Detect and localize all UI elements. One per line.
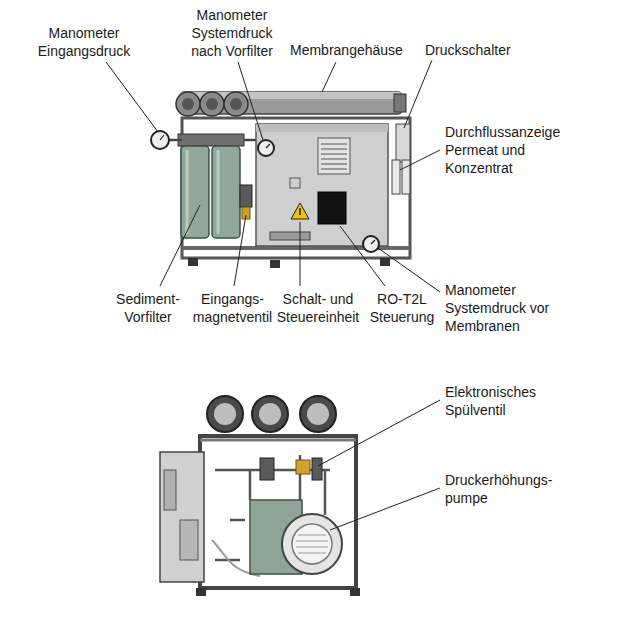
foot: [350, 588, 360, 596]
side-view: [160, 396, 360, 596]
leader-line: [322, 62, 336, 92]
foot: [188, 258, 198, 266]
cabinet-detail: [164, 470, 176, 510]
foot: [270, 260, 280, 268]
filter-head: [178, 134, 244, 146]
foot: [196, 588, 206, 596]
housing-end: [394, 94, 406, 112]
gauge: [151, 131, 169, 149]
leader-line: [160, 205, 200, 286]
part-label: Sediment- Vorfilter: [113, 290, 183, 326]
foot: [380, 258, 390, 266]
warning-mark: [299, 208, 301, 215]
housing-cap: [214, 403, 236, 425]
housing-end: [207, 396, 243, 432]
frame-bar: [200, 439, 356, 442]
housing-cap: [224, 92, 248, 116]
part-label: Elektronisches Spülventil: [445, 383, 560, 419]
housing-cap: [259, 403, 281, 425]
housing-cap: [206, 98, 218, 110]
housing-cap: [176, 92, 200, 116]
vent-grille: [318, 138, 350, 174]
booster-pump: [282, 514, 342, 574]
leader-line: [238, 62, 263, 140]
cabinet-top: [256, 124, 388, 132]
leader-line: [106, 62, 158, 132]
housing-cap: [182, 98, 194, 110]
flow-meter: [392, 160, 400, 194]
leader-line: [318, 400, 440, 466]
leader-line: [330, 488, 440, 530]
leader-line: [340, 226, 385, 286]
part-label: Durchflussanzeige Permeat und Konzentrat: [445, 123, 570, 177]
housing-cap: [230, 98, 242, 110]
housing-end: [252, 396, 288, 432]
part-label: Schalt- und Steuereinheit: [273, 290, 363, 326]
frame: [200, 436, 356, 588]
part-label: Manometer Eingangsdruck: [29, 24, 139, 60]
cabinet-detail: [180, 520, 198, 560]
pipe: [168, 140, 262, 148]
part-label: Druckschalter: [425, 41, 535, 59]
terminal-strip: [270, 232, 310, 240]
controller: [318, 192, 346, 224]
housing-end: [300, 396, 336, 432]
filter-shine: [217, 150, 220, 234]
valve-body: [296, 460, 310, 474]
gauge-needle: [371, 240, 375, 244]
pump-ribs: [296, 535, 328, 553]
pump-cover: [292, 524, 332, 564]
part-label: Druckerhöhungs- pumpe: [445, 471, 563, 507]
flush-valve: [312, 458, 322, 480]
part-label: RO-T2L Steuerung: [366, 290, 438, 326]
sediment-filter: [181, 146, 209, 238]
gauge: [363, 236, 379, 252]
control-cabinet: [160, 452, 204, 582]
part-label: Manometer Systemdruck vor Membranen: [445, 281, 565, 335]
leader-line: [378, 248, 440, 292]
part-label: Eingangs- magnetventil: [190, 290, 275, 326]
leader-line: [400, 150, 440, 170]
front-view: [151, 92, 410, 268]
part-label: Manometer Systemdruck nach Vorfilter: [182, 6, 282, 60]
gauge-needle: [266, 144, 270, 148]
pressure-switch: [396, 124, 410, 162]
housing-cap: [200, 92, 224, 116]
leader-line: [234, 215, 246, 286]
leader-lines: [106, 60, 440, 530]
filter-shine: [186, 150, 189, 234]
sediment-filter: [212, 146, 240, 238]
solenoid-valve: [240, 185, 252, 207]
housing-cap: [307, 403, 329, 425]
part-label: Membrangehäuse: [290, 41, 420, 59]
leader-line: [300, 222, 301, 286]
gauge: [258, 140, 274, 156]
leader-line: [404, 60, 432, 128]
gauge-needle: [160, 135, 164, 140]
control-cabinet: [256, 124, 388, 246]
warning-sign: [291, 203, 309, 219]
panel-mark: [290, 178, 300, 188]
flush-valve: [260, 458, 274, 480]
vent-slats: [321, 144, 347, 169]
